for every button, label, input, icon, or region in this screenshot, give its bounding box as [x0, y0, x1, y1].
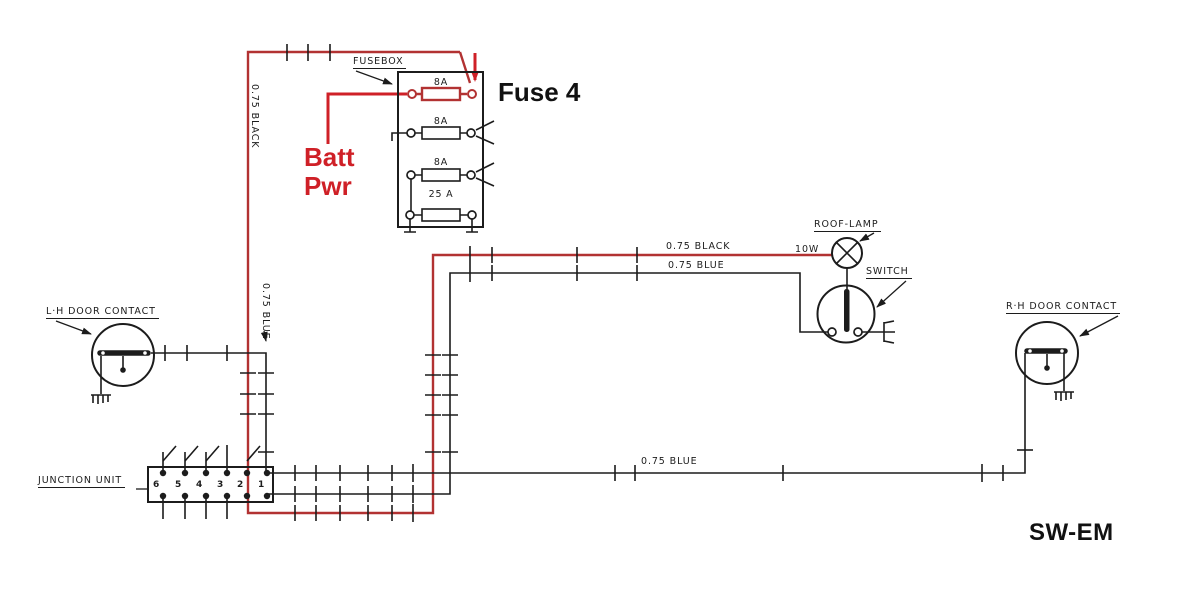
fuse-symbol	[391, 120, 495, 145]
roof-lamp-icon	[831, 237, 863, 269]
fuse-4-symbol	[407, 86, 477, 102]
batt-pwr-annotation-line	[326, 53, 479, 144]
batt-pwr-line2: Pwr	[304, 171, 352, 201]
wire-label-door-bus: 0.75 BLUE	[641, 456, 698, 467]
terminal-number: 4	[196, 480, 203, 490]
wire-label-feed-vertical: 0.75 BLACK	[249, 84, 260, 149]
lh-door-contact-symbol	[91, 323, 155, 404]
fuse-rating: 25 A	[428, 189, 454, 200]
wire-label-door-vertical: 0.75 BLUE	[260, 283, 271, 340]
wire-label-switch-feed: 0.75 BLUE	[668, 260, 725, 271]
fuse-rating: 8A	[433, 77, 449, 88]
terminal-number: 5	[175, 480, 182, 490]
fuse-rating: 8A	[433, 157, 449, 168]
ground-icon	[1054, 391, 1074, 401]
connector-ticks	[164, 44, 1033, 521]
rh-door-contact-label: R·H DOOR CONTACT	[1006, 301, 1121, 314]
junction-unit-symbol	[147, 445, 274, 519]
lamp-wattage-label: 10W	[795, 244, 820, 255]
fuse-symbol	[404, 208, 478, 233]
batt-pwr-line1: Batt	[304, 142, 355, 172]
junction-unit-label: JUNCTION UNIT	[38, 475, 126, 488]
sw-em-watermark: SW-EM	[1029, 519, 1114, 546]
terminal-number: 6	[153, 480, 160, 490]
connector-ticks-bold	[412, 246, 983, 522]
ground-icon	[91, 394, 111, 404]
ground-icon	[883, 320, 895, 344]
fuse-rating: 8A	[433, 116, 449, 127]
terminal-number: 2	[237, 480, 244, 490]
rh-door-contact-symbol	[1015, 321, 1079, 401]
wire-label-lamp-feed: 0.75 BLACK	[666, 241, 731, 252]
lh-door-contact-label: L·H DOOR CONTACT	[46, 306, 159, 319]
wires	[100, 268, 1065, 495]
roof-lamp-label: ROOF-LAMP	[814, 219, 882, 232]
terminal-number: 1	[258, 480, 265, 490]
switch-label: SWITCH	[866, 266, 912, 279]
fusebox-label: FUSEBOX	[353, 56, 407, 69]
terminal-number: 3	[217, 480, 224, 490]
fusebox-symbol	[391, 71, 495, 233]
batt-pwr-callout: Batt Pwr	[304, 143, 355, 201]
fuse-symbol	[406, 162, 495, 211]
switch-symbol	[816, 284, 895, 344]
fuse4-callout: Fuse 4	[498, 77, 581, 107]
highlighted-wire-path	[246, 50, 832, 515]
leader-arrows	[55, 70, 1119, 490]
